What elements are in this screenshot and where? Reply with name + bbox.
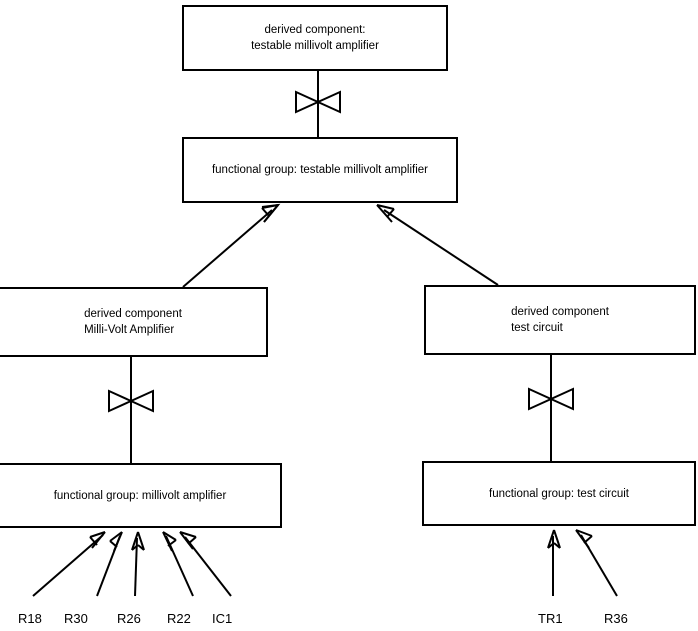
bowtie-icon: [295, 90, 341, 114]
open-arrowhead-icon: [376, 204, 395, 223]
bowtie-link-right: [528, 355, 574, 461]
leaf-label-r30[interactable]: R30: [64, 611, 88, 626]
edge-r22-to-fg-mv-amp: [162, 531, 194, 597]
edge-ic1-to-fg-mv-amp: [179, 531, 232, 597]
open-arrowhead-icon: [162, 531, 177, 552]
leaf-label-r36[interactable]: R36: [604, 611, 628, 626]
edge-r30-to-fg-mv-amp: [96, 531, 123, 597]
node-label: derived component: testable millivolt am…: [251, 24, 379, 52]
bowtie-icon: [528, 387, 574, 411]
leaf-label-r18[interactable]: R18: [18, 611, 42, 626]
edge-test-circuit-to-testable: [376, 204, 499, 286]
edge-r26-to-fg-mv-amp: [131, 531, 145, 597]
node-fg-mv-amp[interactable]: functional group: millivolt amplifier: [0, 463, 282, 528]
node-label: functional group: test circuit: [489, 487, 629, 500]
open-arrowhead-icon: [109, 531, 123, 552]
open-arrowhead-icon: [261, 203, 281, 223]
edge-r18-to-fg-mv-amp: [32, 531, 106, 597]
open-arrowhead-icon: [131, 531, 145, 551]
leaf-label-r22[interactable]: R22: [167, 611, 191, 626]
bowtie-link-top: [295, 71, 341, 137]
node-label: functional group: millivolt amplifier: [53, 489, 227, 502]
node-derived-test-circuit[interactable]: derived component test circuit: [424, 285, 696, 355]
edge-mv-amp-to-testable: [182, 203, 281, 288]
node-label: derived component test circuit: [511, 306, 609, 334]
open-arrowhead-icon: [89, 531, 106, 549]
node-label: derived component Milli-Volt Amplifier: [84, 308, 182, 336]
open-arrowhead-icon: [179, 531, 197, 550]
edge-r36-to-fg-test-circuit: [575, 529, 618, 597]
node-derived-mv-amp[interactable]: derived component Milli-Volt Amplifier: [0, 287, 268, 357]
bowtie-icon: [108, 389, 154, 413]
edge-tr1-to-fg-test-circuit: [547, 529, 561, 596]
bowtie-link-left: [108, 357, 154, 463]
leaf-label-tr1[interactable]: TR1: [538, 611, 563, 626]
open-arrowhead-icon: [575, 529, 593, 549]
node-fg-test-circuit[interactable]: functional group: test circuit: [422, 461, 696, 526]
leaf-label-ic1[interactable]: IC1: [212, 611, 233, 626]
leaf-label-r26[interactable]: R26: [117, 611, 141, 626]
node-derived-testable-mv-amp[interactable]: derived component: testable millivolt am…: [182, 5, 448, 71]
node-label: functional group: testable millivolt amp…: [211, 164, 429, 176]
node-fg-testable-mv-amp[interactable]: functional group: testable millivolt amp…: [182, 137, 458, 203]
open-arrowhead-icon: [547, 529, 561, 549]
